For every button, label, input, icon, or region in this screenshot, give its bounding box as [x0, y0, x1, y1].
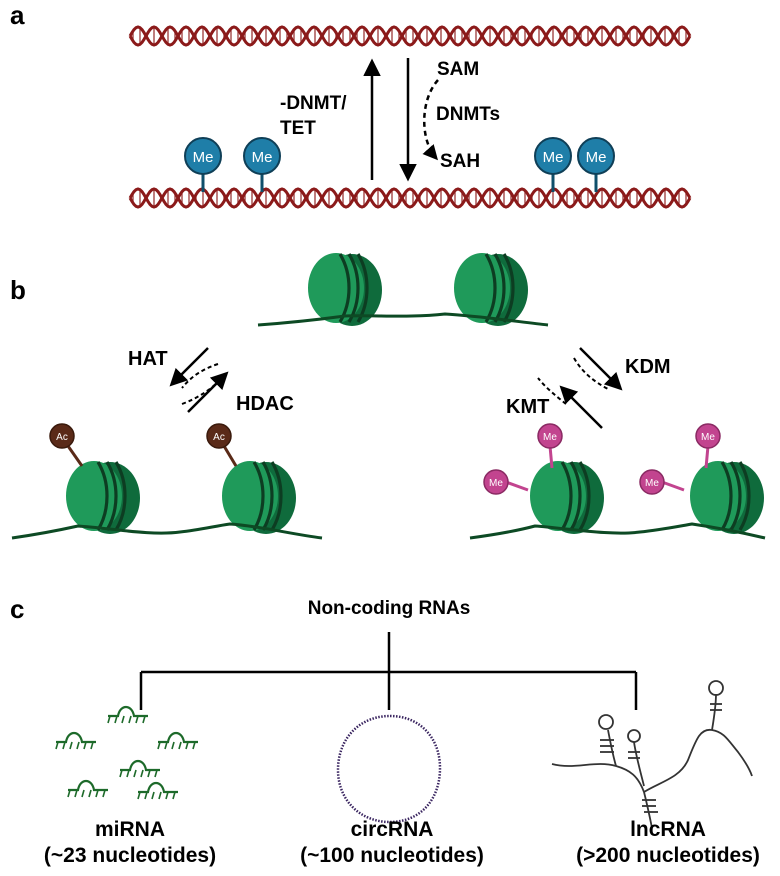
lncrna-icon	[551, 680, 753, 829]
acetyl-label: Ac	[56, 432, 68, 443]
dnmts-label: DNMTs	[436, 104, 501, 125]
dna-methyl-group-left-1: Me	[184, 137, 222, 192]
hdac-label: HDAC	[236, 393, 294, 415]
sah-label: SAH	[440, 151, 481, 172]
dna-double-helix-bottom	[128, 187, 692, 209]
nucleosome	[222, 461, 296, 534]
demethylation-label-line1: -DNMT/	[280, 93, 347, 114]
mirna-strand-icon	[137, 781, 178, 800]
circrna-name: circRNA	[350, 818, 434, 841]
circrna-icon	[336, 714, 442, 824]
sam-to-sah-dashed-arrow	[422, 79, 439, 161]
dna-double-helix-top	[128, 25, 692, 47]
dna-methyl-group-right-2: Me	[577, 137, 615, 192]
methylation-equilibrium-arrows	[537, 347, 623, 429]
hat-label: HAT	[128, 348, 168, 370]
histone-methyl-mark-4: Me	[639, 469, 685, 495]
lncrna-size: (>200 nucleotides)	[576, 844, 760, 867]
acetylation-equilibrium-arrows	[169, 347, 229, 413]
panel-b-letter: b	[10, 275, 26, 305]
mirna-strand-icon	[55, 731, 96, 750]
mirna-icon-cluster	[55, 705, 198, 800]
methyl-label: Me	[586, 149, 607, 166]
me-label: Me	[543, 432, 557, 443]
dna-methyl-group-left-2: Me	[243, 137, 281, 192]
acetyl-label: Ac	[213, 432, 225, 443]
nucleosome	[690, 461, 764, 534]
me-label: Me	[489, 478, 503, 489]
nucleosome	[530, 461, 604, 534]
nucleosome-group	[66, 253, 764, 534]
acetyl-mark-left-1: Ac	[49, 423, 84, 467]
me-label: Me	[701, 432, 715, 443]
mirna-strand-icon	[157, 731, 198, 750]
nucleosome	[66, 461, 140, 534]
sam-label: SAM	[437, 59, 480, 80]
methyl-label: Me	[193, 149, 214, 166]
dna-methyl-group-right-1: Me	[534, 137, 572, 192]
nucleosome	[454, 253, 528, 326]
histone-methyl-mark-3: Me	[695, 423, 721, 469]
histone-methyl-mark-1: Me	[537, 423, 563, 469]
acetyl-mark-left-2: Ac	[206, 423, 238, 467]
panel-a-letter: a	[10, 0, 25, 30]
me-label: Me	[645, 478, 659, 489]
nucleosome	[308, 253, 382, 326]
mirna-strand-icon	[119, 759, 160, 778]
mirna-name: miRNA	[94, 818, 166, 841]
demethylation-label-line2: TET	[280, 118, 316, 139]
ncrna-tree	[139, 632, 638, 710]
histone-methyl-mark-2: Me	[483, 469, 529, 495]
chromatin-fiber-left	[11, 522, 323, 540]
ncrna-root-label: Non-coding RNAs	[307, 598, 471, 619]
lncrna-name: lncRNA	[630, 818, 706, 841]
panel-c-letter: c	[10, 594, 25, 624]
methyl-label: Me	[543, 149, 564, 166]
kmt-label: KMT	[506, 396, 550, 418]
chromatin-fiber-top	[257, 312, 549, 327]
kdm-label: KDM	[625, 356, 671, 378]
chromatin-fiber-right	[469, 522, 766, 540]
circrna-size: (~100 nucleotides)	[300, 844, 484, 867]
mirna-size: (~23 nucleotides)	[43, 844, 217, 867]
mirna-strand-icon	[67, 779, 108, 798]
methyl-label: Me	[252, 149, 273, 166]
mirna-strand-icon	[107, 705, 148, 724]
